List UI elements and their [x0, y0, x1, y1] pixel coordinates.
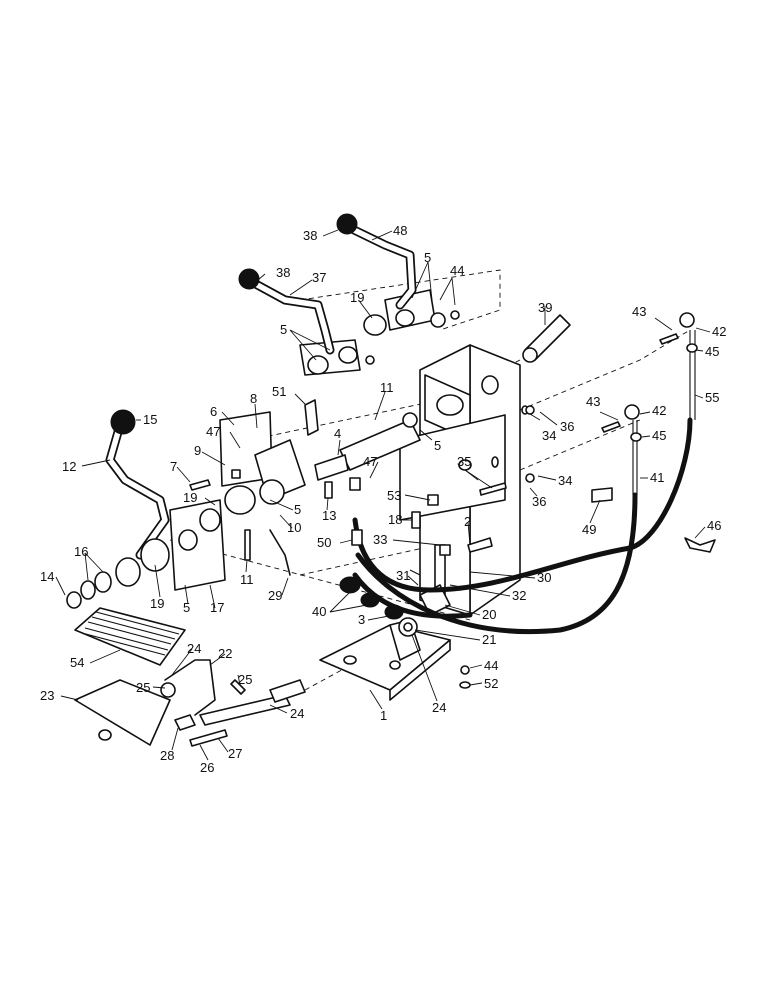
callout-4: 4 [334, 426, 341, 441]
callout-38b: 38 [276, 265, 290, 280]
callout-19a: 19 [350, 290, 364, 305]
callout-23: 23 [40, 688, 54, 703]
callout-34b: 34 [558, 473, 572, 488]
callout-19b: 19 [183, 490, 197, 505]
callout-3: 3 [358, 612, 365, 627]
callout-55: 55 [705, 390, 719, 405]
callout-42b: 42 [652, 403, 666, 418]
callout-45b: 45 [652, 428, 666, 443]
callout-37: 37 [312, 270, 326, 285]
hand-lever-12 [105, 409, 170, 560]
main-mounting-bracket [399, 344, 529, 616]
callout-21: 21 [482, 632, 496, 647]
cable-clevis-ends [591, 312, 716, 553]
pedal-assembly [74, 607, 306, 747]
callout-39: 39 [538, 300, 552, 315]
callout-43a: 43 [632, 304, 646, 319]
callout-50: 50 [317, 535, 331, 550]
callout-9: 9 [194, 443, 201, 458]
callout-24c: 24 [432, 700, 446, 715]
callout-54: 54 [70, 655, 84, 670]
fasteners [189, 310, 535, 695]
callout-36b: 36 [532, 494, 546, 509]
callout-36a: 36 [560, 419, 574, 434]
callout-22: 22 [218, 646, 232, 661]
callout-43b: 43 [586, 394, 600, 409]
upper-lever-shafts [299, 289, 446, 471]
callout-35: 35 [457, 454, 471, 469]
callout-5d: 5 [294, 502, 301, 517]
control-cables [352, 330, 696, 634]
callout-17: 17 [210, 600, 224, 615]
callout-5c: 5 [434, 438, 441, 453]
callout-10: 10 [287, 520, 301, 535]
callout-48: 48 [393, 223, 407, 238]
callout-leaders [55, 229, 711, 761]
base-plate [319, 619, 451, 701]
callout-7: 7 [170, 459, 177, 474]
callout-25a: 25 [136, 680, 150, 695]
callout-13: 13 [322, 508, 336, 523]
callout-47a: 47 [206, 424, 220, 439]
callout-12: 12 [62, 459, 76, 474]
callout-31: 31 [396, 568, 410, 583]
callout-24a: 24 [187, 641, 201, 656]
callout-34a: 34 [542, 428, 556, 443]
callout-52: 52 [484, 676, 498, 691]
callout-11b: 11 [240, 572, 254, 587]
callout-numbers: 38 48 5 44 38 37 19 5 39 43 42 45 55 51 … [40, 223, 726, 775]
callout-44a: 44 [450, 263, 464, 278]
callout-11a: 11 [380, 380, 394, 395]
callout-14: 14 [40, 569, 54, 584]
callout-51: 51 [272, 384, 286, 399]
callout-15: 15 [143, 412, 157, 427]
callout-25b: 25 [238, 672, 252, 687]
callout-42a: 42 [712, 324, 726, 339]
callout-5e: 5 [183, 600, 190, 615]
callout-6: 6 [210, 404, 217, 419]
callout-19c: 19 [150, 596, 164, 611]
callout-53: 53 [387, 488, 401, 503]
callout-5a: 5 [424, 250, 431, 265]
callout-28: 28 [160, 748, 174, 763]
callout-47b: 47 [363, 454, 377, 469]
callout-1: 1 [380, 708, 387, 723]
callout-45a: 45 [705, 344, 719, 359]
callout-5b: 5 [280, 322, 287, 337]
callout-26: 26 [200, 760, 214, 775]
callout-32: 32 [512, 588, 526, 603]
callout-41: 41 [650, 470, 664, 485]
callout-27: 27 [228, 746, 242, 761]
callout-16: 16 [74, 544, 88, 559]
callout-49: 49 [582, 522, 596, 537]
callout-30: 30 [537, 570, 551, 585]
callout-18: 18 [388, 512, 402, 527]
hand-lever-mechanism [66, 411, 349, 609]
callout-44b: 44 [484, 658, 498, 673]
callout-33: 33 [373, 532, 387, 547]
callout-2: 2 [464, 514, 471, 529]
callout-20: 20 [482, 607, 496, 622]
rubber-pads [339, 576, 404, 620]
tube-39 [522, 314, 571, 363]
callout-40: 40 [312, 604, 326, 619]
callout-24b: 24 [290, 706, 304, 721]
callout-38a: 38 [303, 228, 317, 243]
callout-46: 46 [707, 518, 721, 533]
callout-29: 29 [268, 588, 282, 603]
callout-8: 8 [250, 391, 257, 406]
